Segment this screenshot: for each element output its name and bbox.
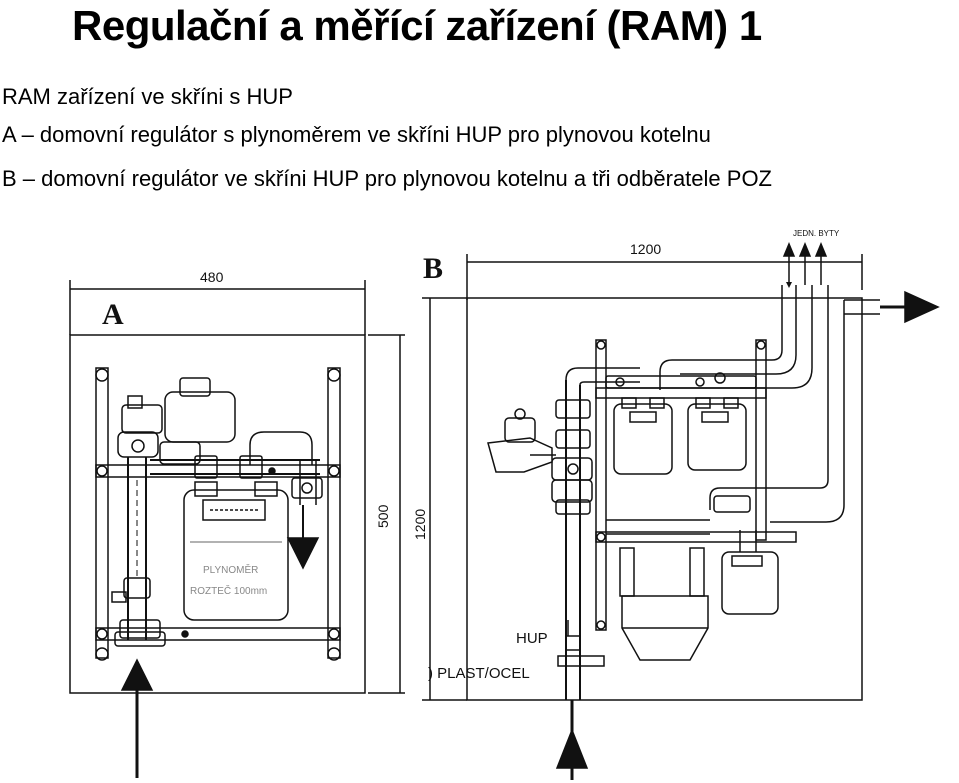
cabinet-a	[69, 334, 366, 694]
gas-meter-b2	[687, 397, 747, 471]
drawing-a-label: A	[102, 298, 124, 331]
slide-title: Regulační a měřící zařízení (RAM) 1	[72, 2, 762, 49]
dimension-width-a-text: 480	[200, 269, 224, 285]
inlet-arrow-b	[555, 700, 589, 780]
mounting-frame-b	[595, 339, 797, 631]
drawing-a: 480 500 A	[69, 269, 405, 778]
hup-valve	[557, 620, 605, 667]
gas-meter-b1	[613, 397, 673, 475]
outlet-arrow-a	[286, 505, 320, 570]
gas-regulator-a	[117, 377, 236, 465]
inlet-pipe-a	[111, 457, 166, 647]
valve-row-b	[605, 372, 757, 389]
pipe-material-label: ) PLAST/OCEL	[428, 665, 530, 682]
gas-meter-b3	[713, 495, 779, 615]
description-b: B – domovní regulátor ve skříni HUP pro …	[2, 166, 772, 191]
outlet-note-b: JEDN. BYTY	[793, 229, 840, 238]
mounting-frame-a	[95, 367, 341, 661]
dimension-height-b-text: 1200	[412, 509, 428, 540]
hup-label: HUP	[516, 630, 548, 647]
riser-pipes-b	[659, 285, 880, 523]
dimension-height-b: 1200	[412, 297, 467, 701]
dimension-width-a: 480	[69, 269, 366, 335]
dimension-height-a: 500	[368, 334, 405, 694]
dimension-height-a-text: 500	[375, 504, 391, 528]
cabinet-b	[466, 297, 863, 701]
dimension-width-b: 1200	[466, 241, 863, 300]
outlet-elbow-a	[249, 431, 323, 505]
meter-text-a-1: PLYNOMĚR	[203, 563, 258, 576]
outlet-arrow-right-b	[880, 290, 940, 324]
inlet-arrow-a	[120, 658, 154, 778]
hopper-b	[621, 595, 709, 661]
subtitle-line: RAM zařízení ve skříni s HUP	[2, 84, 293, 109]
dimension-width-b-text: 1200	[630, 241, 661, 257]
gas-meter-a: PLYNOMĚR ROZTEČ 100mm	[183, 481, 289, 621]
outlet-arrows-b: JEDN. BYTY	[782, 229, 840, 288]
connection-pipe-a	[150, 455, 320, 479]
meter-text-a-2: ROZTEČ 100mm	[190, 584, 267, 597]
gas-regulator-b	[487, 408, 556, 473]
drawing-b: 1200 1200 B JEDN. BYTY	[412, 229, 940, 780]
drawing-b-label: B	[423, 252, 443, 285]
description-a: A – domovní regulátor s plynoměrem ve sk…	[2, 122, 711, 147]
